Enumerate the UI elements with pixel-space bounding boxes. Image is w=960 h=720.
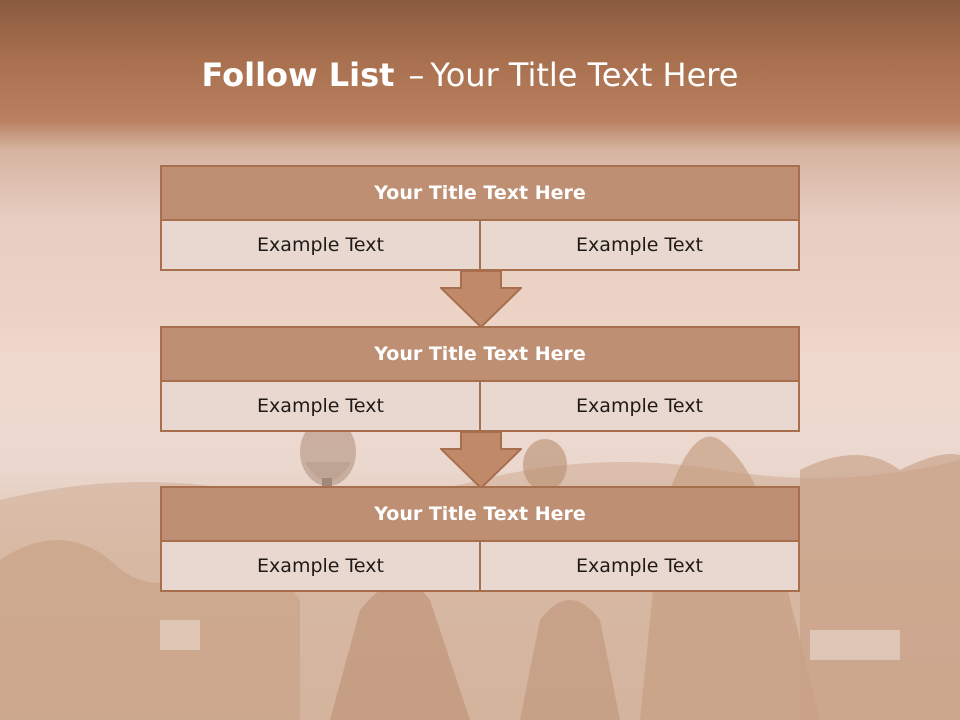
slide-title-dash: – bbox=[408, 56, 425, 94]
slide-title-rest: Your Title Text Here bbox=[430, 56, 739, 94]
step-row: Example Text Example Text bbox=[160, 382, 800, 432]
slide-title-bold: Follow List bbox=[201, 56, 395, 94]
step-row: Example Text Example Text bbox=[160, 221, 800, 271]
slide-title: Follow List–Your Title Text Here bbox=[0, 56, 940, 94]
step-title: Your Title Text Here bbox=[160, 486, 800, 542]
step-cell-right: Example Text bbox=[481, 221, 800, 271]
step-title: Your Title Text Here bbox=[160, 326, 800, 382]
step-cell-left: Example Text bbox=[160, 542, 481, 592]
step-cell-right: Example Text bbox=[481, 382, 800, 432]
step-cell-left: Example Text bbox=[160, 221, 481, 271]
hot-air-balloon-icon bbox=[300, 418, 356, 486]
step-row: Example Text Example Text bbox=[160, 542, 800, 592]
step-title: Your Title Text Here bbox=[160, 165, 800, 221]
step-block-3: Your Title Text Here Example Text Exampl… bbox=[160, 486, 800, 592]
step-cell-right: Example Text bbox=[481, 542, 800, 592]
down-arrow-icon bbox=[440, 270, 522, 328]
step-block-2: Your Title Text Here Example Text Exampl… bbox=[160, 326, 800, 432]
step-block-1: Your Title Text Here Example Text Exampl… bbox=[160, 165, 800, 271]
down-arrow-icon bbox=[440, 431, 522, 489]
step-cell-left: Example Text bbox=[160, 382, 481, 432]
